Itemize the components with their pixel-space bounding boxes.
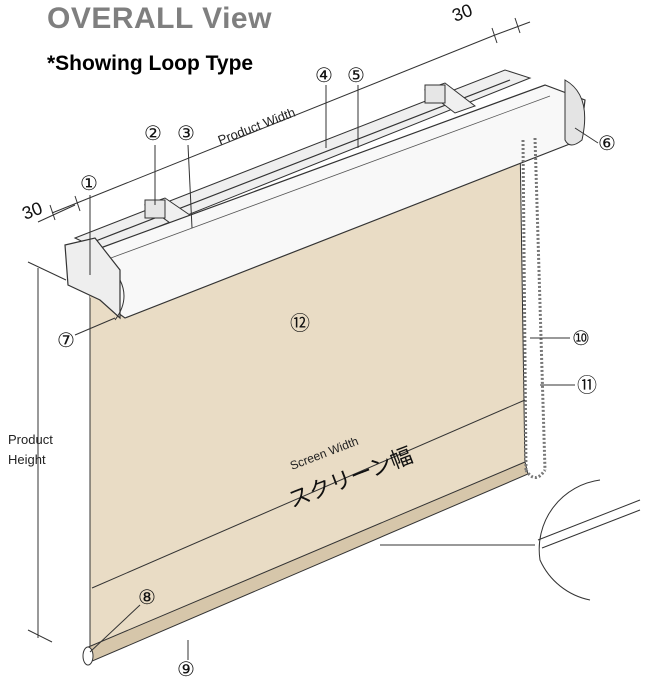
callout-9: ⑨ [177,659,195,681]
callout-8: ⑧ [138,587,156,609]
bottom-bar-end [82,646,94,666]
callout-3: ③ [177,123,195,145]
callout-12: ⑫ [290,312,310,335]
bead-chain-loop [524,469,547,479]
product-width-line [51,34,496,214]
right-end-cap [564,79,586,146]
product-height-label-2: Height [8,452,46,467]
tick-left-a [49,204,56,221]
callout-1: ① [80,173,98,195]
leader-3 [187,144,193,229]
left-offset-line [37,204,76,223]
detail-circle [538,479,601,601]
offset-right-label: 30 [449,0,475,26]
bead-chain-right [533,137,547,471]
callout-6: ⑥ [598,133,616,155]
product-width-label: Product Width [216,105,298,148]
left-end-cap-curve [114,279,125,321]
callout-2: ② [144,123,162,145]
callout-5: ⑤ [347,65,365,87]
bead-chain-left [521,139,528,471]
callout-7: ⑦ [57,330,75,352]
detail-line-1 [537,499,641,541]
leader-8 [89,604,141,653]
height-tick-bottom [27,629,53,643]
offset-left-label: 30 [19,198,45,224]
page-subtitle: *Showing Loop Type [47,52,254,75]
leader-6 [574,127,599,144]
product-height-label-1: Product [8,432,53,447]
callout-10: ⑩ [572,328,590,350]
left-end-cap [64,237,121,320]
screen-width-line [91,399,526,589]
tick-right-a [491,27,498,44]
bracket-right-front [424,84,446,104]
callout-4: ④ [315,65,333,87]
right-offset-line [494,21,531,36]
detail-line-2 [541,509,641,549]
height-tick-top [27,261,67,281]
tick-left-b [74,195,81,212]
leader-7 [74,317,116,336]
page-title: OVERALL View [47,2,272,35]
cassette-edge [99,95,551,263]
callout-11: ⑪ [577,374,597,397]
tick-right-b [514,17,521,34]
